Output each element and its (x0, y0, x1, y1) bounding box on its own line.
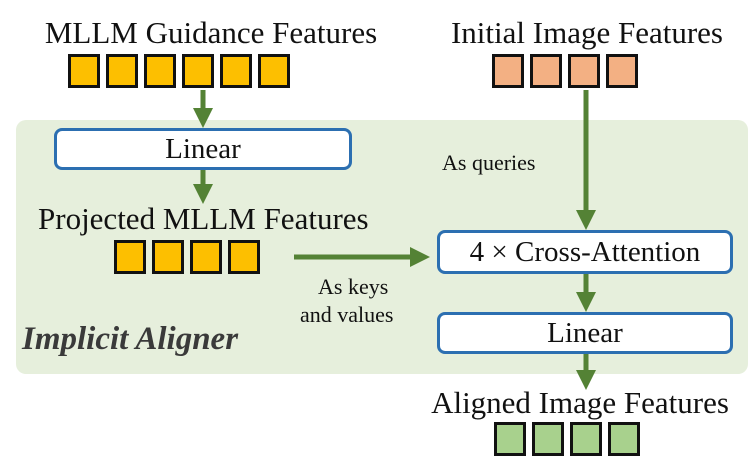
linear-left-label: Linear (165, 132, 241, 165)
as-keys-note-line1: As keys (318, 274, 389, 299)
linear-layer-left: Linear (54, 128, 352, 170)
feature-token (228, 240, 260, 274)
aligned-image-tokens (494, 422, 640, 456)
feature-token (570, 422, 602, 456)
feature-token (492, 54, 524, 88)
as-queries-note: As queries (442, 150, 536, 175)
projected-mllm-tokens (114, 240, 260, 274)
initial-image-tokens (492, 54, 638, 88)
cross-attention-block: 4 × Cross-Attention (437, 230, 733, 274)
feature-token (190, 240, 222, 274)
feature-token (530, 54, 562, 88)
mllm-guidance-tokens (68, 54, 290, 88)
feature-token (182, 54, 214, 88)
initial-image-features-title: Initial Image Features (450, 15, 723, 50)
feature-token (106, 54, 138, 88)
projected-mllm-features-title: Projected MLLM Features (38, 201, 369, 236)
feature-token (532, 422, 564, 456)
implicit-aligner-label: Implicit Aligner (22, 321, 239, 357)
aligned-image-features-title: Aligned Image Features (431, 385, 729, 420)
feature-token (152, 240, 184, 274)
feature-token (68, 54, 100, 88)
feature-token (608, 422, 640, 456)
feature-token (258, 54, 290, 88)
cross-attention-label: 4 × Cross-Attention (469, 235, 701, 268)
feature-token (220, 54, 252, 88)
feature-token (144, 54, 176, 88)
linear-right-label: Linear (547, 316, 623, 349)
feature-token (494, 422, 526, 456)
mllm-guidance-features-title: MLLM Guidance Features (44, 15, 378, 50)
feature-token (114, 240, 146, 274)
as-keys-note-line2: and values (300, 302, 394, 327)
feature-token (568, 54, 600, 88)
feature-token (606, 54, 638, 88)
linear-layer-right: Linear (437, 312, 733, 354)
